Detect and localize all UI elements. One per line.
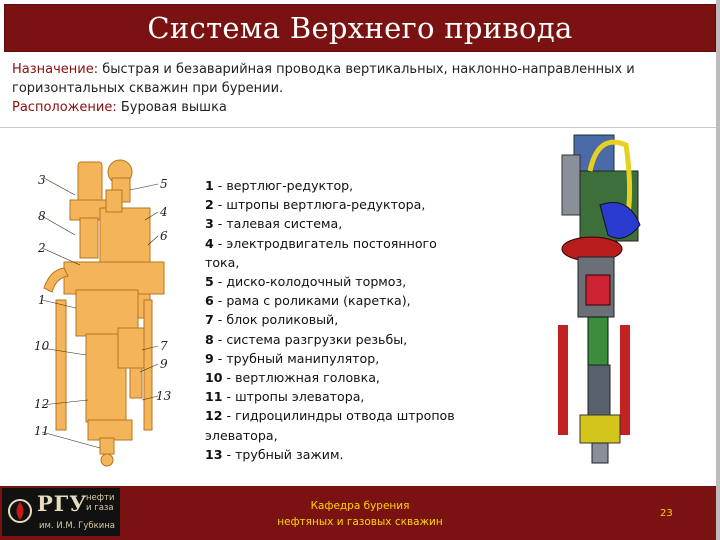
- drawing-number: 13: [156, 389, 172, 403]
- right-edge-shade: [716, 0, 720, 540]
- legend-item: 11 - штропы элеватора,: [205, 387, 455, 406]
- slide-title: Система Верхнего привода: [147, 11, 573, 45]
- department-line: Кафедра бурения: [310, 500, 410, 512]
- drawing-number: 11: [34, 424, 49, 438]
- component-legend: 1 - вертлюг-редуктор, 2 - штропы вертлюг…: [205, 176, 455, 464]
- legend-item: 1 - вертлюг-редуктор,: [205, 176, 455, 195]
- drawing-number: 10: [34, 339, 50, 353]
- legend-text: - талевая система,: [213, 216, 343, 232]
- drawing-number: 12: [34, 397, 49, 411]
- legend-text: - система разгрузки резьбы,: [213, 331, 408, 347]
- legend-text: - штропы элеватора,: [222, 389, 365, 405]
- location-paragraph: Расположение: Буровая вышка: [12, 98, 712, 117]
- drawing-number: 6: [160, 229, 168, 243]
- footer-bar: [0, 486, 720, 540]
- purpose-text: быстрая и безаварийная проводка вертикал…: [12, 62, 635, 96]
- legend-text: - гидроцилиндры отвода штропов элеватора…: [205, 408, 455, 443]
- legend-num: 13: [205, 446, 223, 462]
- legend-item: 13 - трубный зажим.: [205, 445, 455, 464]
- legend-num: 10: [205, 370, 223, 386]
- legend-item: 5 - диско-колодочный тормоз,: [205, 272, 455, 291]
- logo-subtitle-top: нефти и газа: [86, 493, 115, 513]
- legend-text: - вертлюг-редуктор,: [213, 178, 354, 193]
- logo-subtitle-bottom: им. И.М. Губкина: [39, 521, 116, 531]
- legend-num: 5: [205, 274, 214, 290]
- legend-item: 3 - талевая система,: [205, 214, 455, 233]
- location-text: Буровая вышка: [116, 100, 227, 115]
- purpose-paragraph: Назначение: быстрая и безаварийная прово…: [12, 60, 712, 98]
- drawing-number: 9: [160, 357, 168, 371]
- logo-name: РГУ: [37, 491, 88, 516]
- legend-num: 11: [205, 389, 223, 405]
- legend-num: 7: [205, 312, 214, 328]
- legend-num: 9: [205, 350, 214, 366]
- top-drive-3d-render: [558, 134, 641, 464]
- legend-text: - блок роликовый,: [213, 312, 339, 328]
- divider: [0, 127, 720, 128]
- drawing-number: 2: [37, 241, 46, 255]
- legend-text: - вертлюжная головка,: [222, 370, 380, 386]
- legend-num: 12: [205, 408, 223, 424]
- legend-num: 6: [205, 293, 214, 309]
- legend-text: - рама с роликами (каретка),: [213, 293, 411, 309]
- legend-item: 8 - система разгрузки резьбы,: [205, 330, 455, 349]
- department-name: Кафедра бурения нефтяных и газовых скваж…: [270, 498, 450, 530]
- legend-num: 8: [205, 331, 214, 347]
- drawing-number: 3: [38, 173, 46, 187]
- legend-text: - электродвигатель постоянного тока,: [205, 235, 437, 270]
- location-label: Расположение:: [12, 100, 117, 115]
- intro-text: Назначение: быстрая и безаварийная прово…: [12, 60, 712, 117]
- legend-item: 4 - электродвигатель постоянного тока,: [205, 234, 455, 272]
- top-drive-drawing: 3 8 2 1 10 12 11 5 4 6 7 9 13: [34, 159, 172, 467]
- university-logo: РГУ нефти и газа им. И.М. Губкина: [2, 488, 120, 536]
- legend-text: - трубный зажим.: [222, 446, 344, 462]
- legend-item: 7 - блок роликовый,: [205, 310, 455, 329]
- legend-item: 2 - штропы вертлюга-редуктора,: [205, 195, 455, 214]
- legend-num: 1: [205, 178, 214, 193]
- legend-item: 9 - трубный манипулятор,: [205, 349, 455, 368]
- legend-text: - штропы вертлюга-редуктора,: [213, 197, 426, 213]
- legend-num: 2: [205, 197, 214, 213]
- legend-item: 10 - вертлюжная головка,: [205, 368, 455, 387]
- drawing-number: 8: [38, 209, 46, 223]
- legend-text: - трубный манипулятор,: [213, 350, 380, 366]
- page-number: 23: [660, 508, 673, 519]
- drawing-number: 4: [159, 205, 168, 219]
- purpose-label: Назначение:: [12, 62, 99, 77]
- drawing-number: 7: [160, 339, 168, 353]
- department-line: нефтяных и газовых скважин: [277, 516, 443, 528]
- legend-item: 12 - гидроцилиндры отвода штропов элеват…: [205, 406, 455, 444]
- legend-text: - диско-колодочный тормоз,: [213, 274, 407, 290]
- drawing-number: 5: [160, 177, 168, 191]
- title-bar: Система Верхнего привода: [4, 4, 716, 52]
- logo-emblem-icon: [8, 499, 32, 523]
- legend-num: 3: [205, 216, 214, 232]
- legend-item: 6 - рама с роликами (каретка),: [205, 291, 455, 310]
- drawing-number: 1: [38, 293, 46, 307]
- legend-num: 4: [205, 235, 214, 251]
